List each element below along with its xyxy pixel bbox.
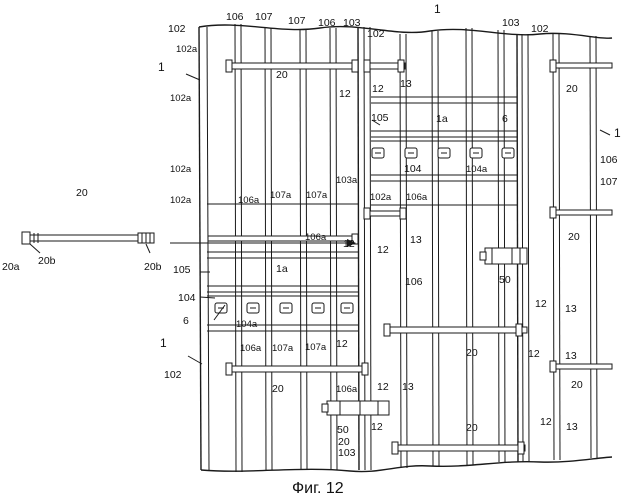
label-20-top-left: 20	[276, 69, 288, 81]
label-1-left-lower: 1	[160, 336, 167, 350]
label-103-top-right: 103	[502, 17, 520, 29]
label-6-left: 6	[183, 315, 189, 327]
label-106a-left: 106a	[238, 195, 260, 206]
label-1a-top: 1a	[436, 113, 448, 125]
label-106-mid: 106	[405, 276, 423, 288]
label-102a-1: 102a	[176, 44, 198, 55]
clamp-lower	[322, 401, 389, 415]
label-1-left-upper: 1	[158, 60, 165, 74]
label-12-right-a: 12	[535, 298, 547, 310]
label-105-left: 105	[173, 264, 191, 276]
label-12-top: 12	[339, 88, 351, 100]
label-104a-top: 104a	[466, 164, 488, 175]
label-106-top-mid: 106	[318, 17, 336, 29]
label-106a-bottom: 106a	[336, 384, 358, 395]
label-13-lower-b: 13	[402, 381, 414, 393]
label-102a-4: 102a	[170, 195, 192, 206]
label-106-right: 106	[600, 154, 618, 166]
label-105-top: 105	[371, 112, 389, 124]
label-20-lower-left: 20	[272, 383, 284, 395]
label-13-bottom-right: 13	[566, 421, 578, 433]
label-12-bottom-mid: 12	[371, 421, 383, 433]
label-13-mid: 13	[410, 234, 422, 246]
label-20-bottom-mid: 20	[466, 422, 478, 434]
label-12-bottom-right: 12	[540, 416, 552, 428]
label-106-top-left: 106	[226, 11, 244, 23]
label-102-lower-left: 102	[164, 369, 182, 381]
label-1-top: 1	[434, 2, 441, 16]
label-107-top-left: 107	[255, 11, 273, 23]
label-13-lower-right: 13	[565, 350, 577, 362]
label-107-right: 107	[600, 176, 618, 188]
label-1a-left: 1a	[276, 263, 288, 275]
label-20-lower-mid: 20	[466, 347, 478, 359]
figure-caption: Фиг. 12	[292, 480, 344, 497]
label-12-mid-a: 12	[343, 238, 355, 250]
label-102a-2: 102a	[170, 93, 192, 104]
label-20b-left: 20b	[38, 255, 56, 267]
label-106a-lower: 106a	[305, 232, 327, 243]
label-12-lower-b: 12	[377, 381, 389, 393]
label-50-lower: 50	[337, 424, 349, 436]
label-20-rod: 20	[76, 187, 88, 199]
frame-structure	[199, 24, 612, 472]
label-12-lower-a: 12	[336, 338, 348, 350]
clamp-upper	[480, 248, 527, 264]
label-12-lower-right: 12	[528, 348, 540, 360]
label-20-right-mid: 20	[568, 231, 580, 243]
label-13-right-a: 13	[565, 303, 577, 315]
label-12-top-mid: 12	[372, 83, 384, 95]
label-106a-mid: 106a	[406, 192, 428, 203]
label-104a-left: 104a	[236, 319, 258, 330]
label-13-top: 13	[400, 78, 412, 90]
bolt-row-middle	[372, 148, 514, 158]
label-104-left: 104	[178, 292, 196, 304]
label-102a-mid: 102a	[370, 192, 392, 203]
label-20b-right: 20b	[144, 261, 162, 273]
label-107-top-mid: 107	[288, 15, 306, 27]
label-102-top-left: 102	[168, 23, 186, 35]
label-103-bottom: 103	[338, 447, 356, 459]
label-107a-lower-b: 107a	[305, 342, 327, 353]
label-107a-left: 107a	[270, 190, 292, 201]
label-102-top-mid: 102	[367, 28, 385, 40]
label-50-upper: 50	[499, 274, 511, 286]
label-102a-3: 102a	[170, 164, 192, 175]
label-6-top: 6	[502, 113, 508, 125]
label-1-right: 1	[614, 126, 621, 140]
label-103-top: 103	[343, 17, 361, 29]
label-107a-mid: 107a	[306, 190, 328, 201]
label-103a: 103a	[336, 175, 358, 186]
label-12-mid-b: 12	[377, 244, 389, 256]
label-107a-lower-a: 107a	[272, 343, 294, 354]
label-104-top: 104	[404, 163, 422, 175]
label-20a: 20a	[2, 261, 20, 273]
label-102-top-right: 102	[531, 23, 549, 35]
label-20-lower-right: 20	[571, 379, 583, 391]
label-20-top-right: 20	[566, 83, 578, 95]
label-106a-lower-left: 106a	[240, 343, 262, 354]
